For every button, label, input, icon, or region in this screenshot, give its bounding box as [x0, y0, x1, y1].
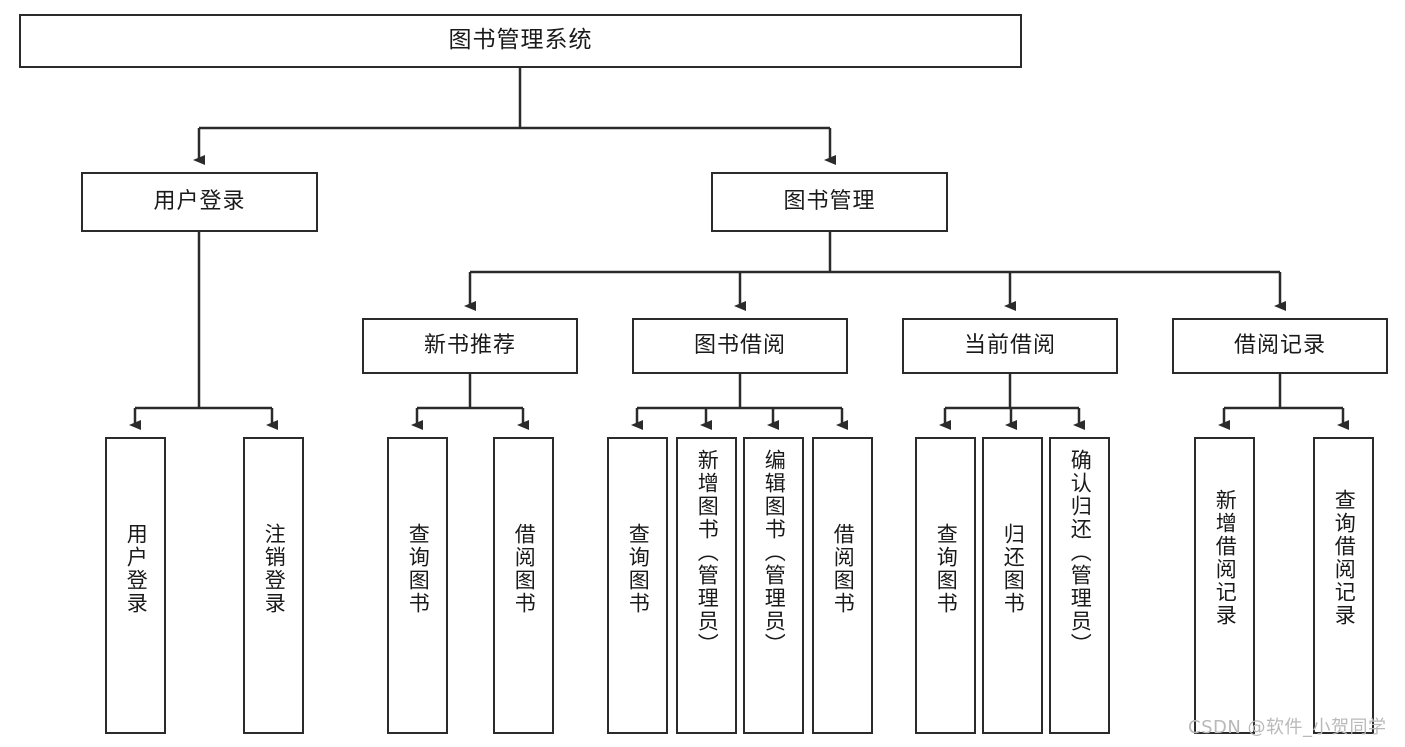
leaf-label: 查询图书: [934, 523, 959, 615]
leaf-label: 新增图书（管理员）: [695, 449, 720, 656]
leaf-label: 注销登录: [262, 523, 287, 615]
leaf-new-book-query[interactable]: 查询图书: [387, 437, 448, 734]
node-label: 图书借阅: [693, 332, 786, 358]
node-user-login[interactable]: 用户登录: [81, 172, 318, 232]
leaf-borrow-record-add[interactable]: 新增借阅记录: [1194, 437, 1255, 734]
node-label: 新书推荐: [423, 332, 516, 358]
leaf-user-login-login[interactable]: 用户登录: [105, 437, 166, 734]
leaf-label: 归还图书: [1001, 523, 1026, 615]
leaf-label: 编辑图书（管理员）: [762, 449, 787, 656]
node-borrow-record[interactable]: 借阅记录: [1172, 318, 1388, 374]
node-label: 图书管理系统: [448, 27, 593, 54]
node-book-borrow[interactable]: 图书借阅: [632, 318, 848, 374]
leaf-user-login-logout[interactable]: 注销登录: [243, 437, 304, 734]
watermark-text: CSDN @软件_小贺同学: [1188, 717, 1387, 738]
leaf-label: 用户登录: [124, 523, 149, 615]
leaf-book-borrow-edit-admin[interactable]: 编辑图书（管理员）: [743, 437, 804, 734]
node-label: 图书管理: [783, 188, 876, 214]
leaf-book-borrow-borrow[interactable]: 借阅图书: [812, 437, 873, 734]
leaf-label: 借阅图书: [831, 523, 856, 615]
leaf-book-borrow-query[interactable]: 查询图书: [607, 437, 668, 734]
leaf-label: 借阅图书: [512, 523, 537, 615]
node-label: 当前借阅: [963, 332, 1056, 358]
node-new-book-recommend[interactable]: 新书推荐: [362, 318, 578, 374]
node-label: 用户登录: [153, 188, 246, 214]
leaf-label: 新增借阅记录: [1213, 489, 1238, 627]
leaf-current-borrow-query[interactable]: 查询图书: [915, 437, 976, 734]
node-book-management[interactable]: 图书管理: [711, 172, 948, 232]
leaf-label: 确认归还（管理员）: [1068, 449, 1093, 656]
leaf-label: 查询图书: [626, 523, 651, 615]
node-label: 借阅记录: [1233, 332, 1326, 358]
leaf-label: 查询图书: [406, 523, 431, 615]
leaf-borrow-record-query[interactable]: 查询借阅记录: [1313, 437, 1374, 734]
node-current-borrow[interactable]: 当前借阅: [902, 318, 1118, 374]
leaf-new-book-borrow[interactable]: 借阅图书: [493, 437, 554, 734]
node-root-book-management-system[interactable]: 图书管理系统: [19, 14, 1022, 68]
leaf-current-borrow-return[interactable]: 归还图书: [982, 437, 1043, 734]
leaf-book-borrow-add-admin[interactable]: 新增图书（管理员）: [676, 437, 737, 734]
leaf-label: 查询借阅记录: [1332, 489, 1357, 627]
leaf-current-borrow-confirm-return-admin[interactable]: 确认归还（管理员）: [1049, 437, 1110, 734]
